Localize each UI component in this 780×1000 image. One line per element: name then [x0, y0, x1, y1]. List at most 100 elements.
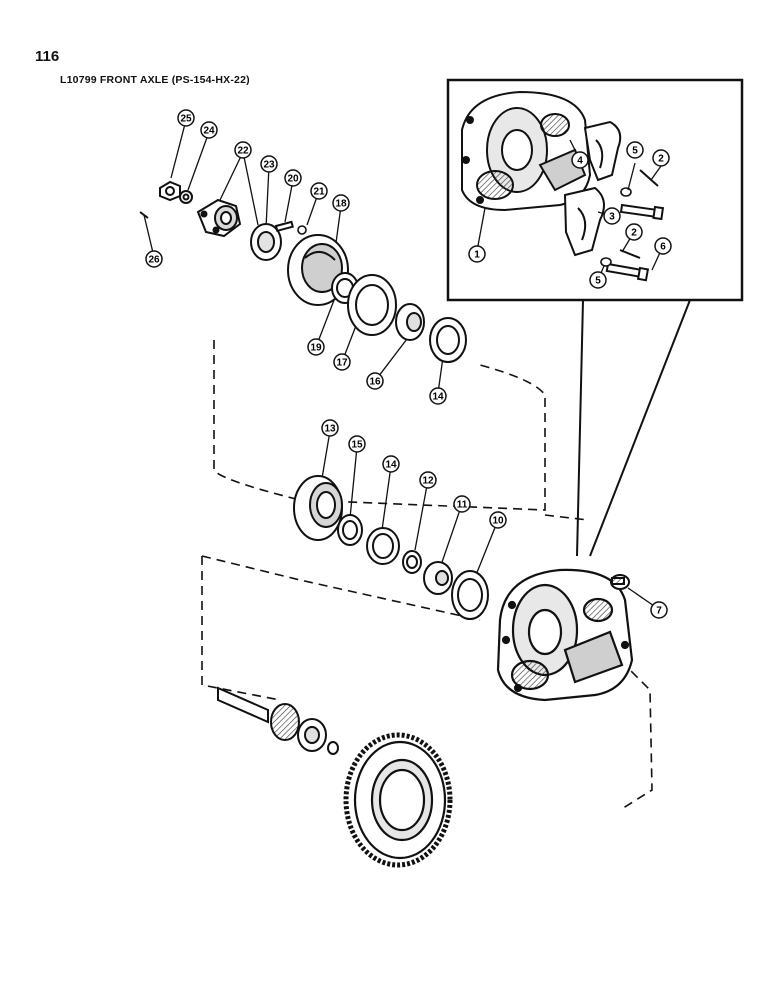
callout-label: 21: [313, 187, 325, 198]
callout-c14b: 14: [382, 455, 400, 473]
callout-circle: [333, 353, 351, 371]
callout-c4: 4: [571, 151, 589, 169]
yoke-washer: [179, 190, 193, 204]
bearing-cup-15: [337, 514, 363, 546]
callout-c11: 11: [453, 495, 471, 513]
callout-circle: [603, 207, 621, 225]
drive-pinion: [217, 686, 300, 741]
shim-gasket-17: [347, 274, 397, 336]
callout-label: 3: [609, 212, 615, 223]
callout-label: 5: [632, 146, 638, 157]
callout-circle: [453, 495, 471, 513]
bearing-cone-16: [395, 303, 425, 341]
callout-label: 19: [310, 343, 322, 354]
callout-circle: [260, 155, 278, 173]
callout-circle: [177, 109, 195, 127]
callout-label: 26: [148, 255, 160, 266]
callout-circle: [489, 511, 507, 529]
inset-leader-left: [576, 299, 584, 557]
inset-carrier-housing: [461, 90, 592, 212]
callout-circle: [429, 387, 447, 405]
oil-seal-23: [250, 223, 282, 261]
callout-c17: 17: [333, 353, 351, 371]
callout-label: 2: [658, 154, 664, 165]
callout-circle: [200, 121, 218, 139]
pinion-yoke: [196, 198, 242, 238]
callout-c22: 22: [234, 141, 252, 159]
page-title: L10799 FRONT AXLE (PS-154-HX-22): [60, 74, 250, 86]
callout-label: 17: [336, 358, 348, 369]
callout-c13: 13: [321, 419, 339, 437]
callout-circle: [145, 250, 163, 268]
callout-label: 12: [422, 476, 434, 487]
yoke-nut: [159, 180, 181, 202]
callout-label: 13: [324, 424, 336, 435]
callout-circle: [382, 455, 400, 473]
callout-circle: [571, 151, 589, 169]
callout-circle: [652, 149, 670, 167]
dashed-group-lower-top: [201, 555, 481, 621]
callout-label: 2: [631, 228, 637, 239]
callout-circle: [321, 419, 339, 437]
pinion-cage-13: [293, 475, 343, 541]
cotter-pin-26: [139, 211, 149, 219]
snap-ring: [327, 741, 339, 755]
carrier-housing-main: [496, 568, 634, 702]
bearing-cup-14-lower: [366, 527, 400, 565]
washer-21: [297, 225, 307, 235]
callout-circle: [625, 223, 643, 241]
callout-label: 6: [660, 242, 666, 253]
callout-label: 1: [474, 250, 480, 261]
callout-circle: [307, 338, 325, 356]
callout-c25: 25: [177, 109, 195, 127]
callout-c18: 18: [332, 194, 350, 212]
callout-c12: 12: [419, 471, 437, 489]
callout-c16: 16: [366, 372, 384, 390]
callout-label: 14: [385, 460, 397, 471]
callout-circle: [348, 435, 366, 453]
callout-c20: 20: [284, 169, 302, 187]
bearing-cup-14-upper: [429, 317, 467, 363]
ring-gear: [343, 732, 453, 868]
callout-c6: 6: [654, 237, 672, 255]
inset-cotter-pins: [619, 169, 659, 259]
inset-bolt-lower: [605, 262, 650, 282]
spacer-12: [402, 550, 422, 574]
callout-c3: 3: [603, 207, 621, 225]
callout-c19: 19: [307, 338, 325, 356]
callout-c23: 23: [260, 155, 278, 173]
bearing-cone-11: [423, 561, 453, 595]
callout-group: 1223455671011121314141516171819202122232…: [145, 109, 672, 619]
callout-c1: 1: [468, 245, 486, 263]
callout-circle: [419, 471, 437, 489]
callout-c5a: 5: [626, 141, 644, 159]
callout-circle: [589, 271, 607, 289]
inset-bearing-cap-upper: [583, 120, 622, 182]
callout-label: 18: [335, 199, 347, 210]
detail-inset-frame: [446, 78, 744, 302]
callout-circle: [332, 194, 350, 212]
callout-label: 14: [432, 392, 444, 403]
callout-label: 25: [180, 114, 192, 125]
inset-bearing-cap-lower: [563, 186, 605, 257]
callout-label: 16: [369, 377, 381, 388]
callout-c21: 21: [310, 182, 328, 200]
callout-label: 23: [263, 160, 275, 171]
callout-c10: 10: [489, 511, 507, 529]
callout-label: 10: [492, 516, 504, 527]
callout-c24: 24: [200, 121, 218, 139]
callout-label: 22: [237, 146, 249, 157]
callout-circle: [626, 141, 644, 159]
callout-c15: 15: [348, 435, 366, 453]
callout-label: 24: [203, 126, 215, 137]
bolt-20: [274, 220, 294, 233]
callout-c26: 26: [145, 250, 163, 268]
callout-label: 5: [595, 276, 601, 287]
callout-c14a: 14: [429, 387, 447, 405]
pinion-bearing: [297, 718, 327, 752]
callout-label: 20: [287, 174, 299, 185]
inset-leader-right: [589, 299, 691, 557]
callout-c2b: 2: [625, 223, 643, 241]
callout-c5b: 5: [589, 271, 607, 289]
